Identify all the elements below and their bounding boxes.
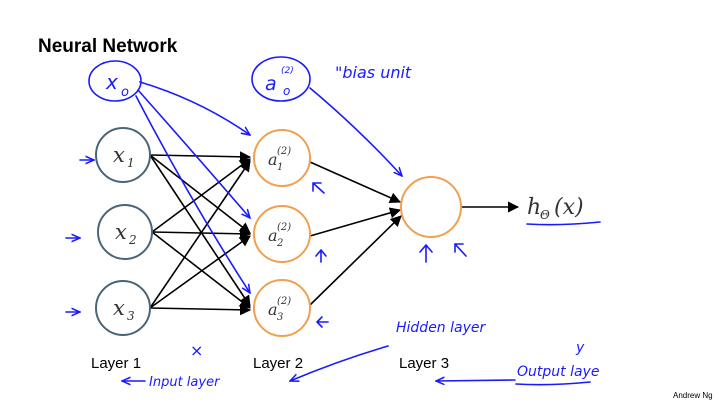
edge	[149, 235, 251, 309]
hidden-node-label: a	[268, 150, 278, 169]
bias-input-circle	[88, 60, 142, 102]
input-node: x 2	[97, 204, 153, 260]
author-credit: Andrew Ng	[673, 391, 713, 400]
slide-title: Neural Network	[38, 36, 178, 57]
hidden-pointer-arrow	[315, 249, 327, 263]
input-node-subscript: 1	[127, 156, 135, 170]
output-y-mark: y	[575, 340, 585, 356]
bias-arrow	[139, 81, 250, 135]
edge	[149, 154, 251, 234]
bias-unit-note: "bias unit	[335, 63, 412, 82]
hypothesis-label: h Θ (x)	[527, 195, 584, 222]
hypothesis-argument: (x)	[554, 195, 584, 220]
input-node-label: x	[115, 220, 127, 244]
input-node-label: x	[113, 143, 125, 167]
bias-input-subscript: o	[121, 85, 129, 100]
hidden-node: a (2) 1	[253, 129, 311, 187]
handwritten-annotations: x o a (2) o "bias unit Hidden layer ×	[65, 56, 601, 390]
input-node-subscript: 2	[128, 233, 137, 247]
hidden-pointer-arrow	[312, 182, 325, 194]
hidden-pointer-arrow	[316, 316, 329, 328]
input-node-subscript: 3	[127, 309, 135, 323]
hidden-node-label: a	[268, 226, 278, 245]
hypothesis-h: h	[527, 195, 541, 220]
input-layer-nodes: x 1 x 2 x 3	[95, 127, 153, 336]
output-layer-underline	[515, 381, 591, 386]
edge	[149, 160, 251, 309]
layer-1-label: Layer 1	[91, 355, 141, 372]
hidden-node-label: a	[268, 300, 278, 319]
input-hidden-edges	[149, 151, 252, 316]
edge	[149, 151, 252, 163]
output-pointer-arrow	[419, 244, 433, 263]
input-node-label: x	[113, 296, 125, 320]
edge	[309, 207, 402, 237]
hidden-layer-arrow	[290, 345, 389, 381]
bias-arrow	[135, 95, 250, 293]
bias-hidden-superscript: (2)	[281, 66, 294, 76]
hypothesis-underline	[526, 221, 601, 226]
hypothesis-subscript: Θ	[540, 208, 550, 222]
hidden-layer-note: Hidden layer	[396, 320, 486, 336]
edge	[151, 158, 251, 233]
hidden-output-edges	[309, 161, 520, 306]
input-node: x 1	[95, 127, 151, 183]
edge	[149, 154, 251, 307]
hidden-node-superscript: (2)	[277, 222, 291, 233]
output-pointer-arrow	[454, 243, 467, 257]
hidden-node: a (2) 2	[253, 205, 311, 263]
edge	[151, 231, 251, 309]
bias-arrow	[309, 87, 402, 176]
hidden-layer-nodes: a (2) 1 a (2) 2 a (2) 3	[253, 129, 311, 337]
edge	[309, 215, 402, 306]
layer-3-label: Layer 3	[399, 355, 449, 372]
input-layer-note: Input layer	[149, 375, 221, 390]
bias-input-label: x	[105, 70, 118, 94]
output-layer-arrow	[436, 380, 516, 381]
bias-hidden-circle	[251, 56, 311, 102]
edge	[309, 161, 402, 204]
hidden-node-superscript: (2)	[277, 296, 291, 307]
output-node	[400, 176, 462, 238]
layer-1-cross-mark: ×	[190, 341, 203, 360]
hidden-node-subscript: 2	[276, 238, 283, 249]
input-node: x 3	[95, 280, 151, 336]
hidden-node-superscript: (2)	[277, 146, 291, 157]
layer-2-label: Layer 2	[253, 355, 303, 372]
bias-hidden-label: a	[265, 73, 277, 95]
bias-arrow	[137, 89, 250, 218]
output-layer-note: Output laye	[517, 364, 599, 380]
hidden-node: a (2) 3	[253, 279, 311, 337]
edge	[149, 304, 252, 316]
hidden-node-subscript: 3	[277, 312, 283, 323]
bias-hidden-subscript: o	[283, 84, 290, 98]
hidden-node-subscript: 1	[277, 162, 283, 173]
